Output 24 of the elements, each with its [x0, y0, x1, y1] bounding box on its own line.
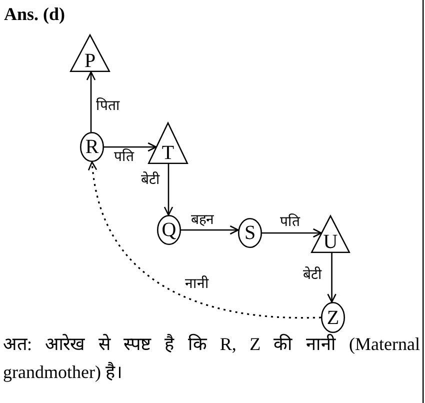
node-label: T	[162, 143, 174, 163]
node-label: U	[323, 232, 338, 252]
node-label: Z	[326, 308, 340, 328]
caption-text: अत: आरेख से स्पष्ट है कि R, Z की नानी (Maternal grandmother) है।	[3, 332, 420, 384]
edge-label: बहन	[190, 212, 215, 229]
triangle-node	[148, 122, 188, 164]
dashed-arrow	[88, 161, 321, 318]
arrow	[181, 225, 239, 235]
answer-heading: Ans. (d)	[4, 4, 66, 24]
triangle-node	[311, 215, 350, 253]
circle-node	[157, 215, 181, 245]
circle-node	[238, 218, 262, 248]
circle-node	[321, 302, 345, 333]
node-label: S	[244, 223, 256, 243]
node-label: R	[85, 137, 99, 157]
node-label: Q	[162, 220, 176, 240]
node-label: P	[84, 51, 96, 71]
circle-node	[80, 132, 104, 162]
arrow	[262, 228, 322, 238]
arrow	[164, 164, 174, 216]
arrow	[86, 71, 96, 132]
triangle-node	[70, 34, 110, 72]
arrow	[104, 142, 157, 152]
arrow	[327, 253, 336, 303]
